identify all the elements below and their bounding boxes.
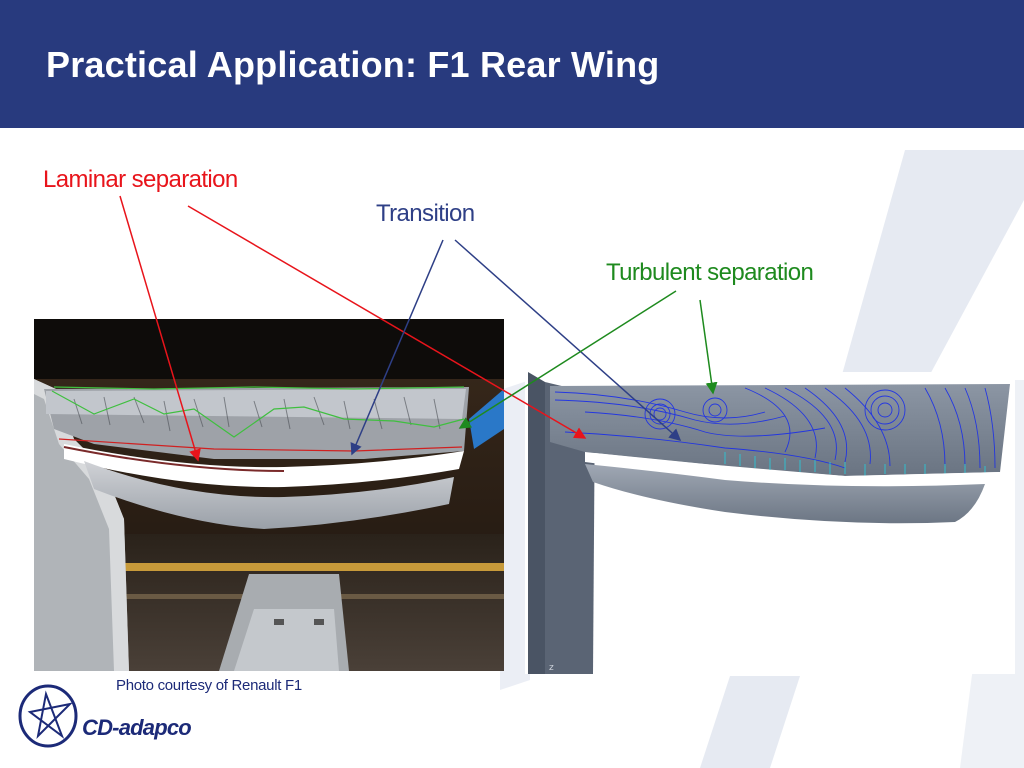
cfd-streamline-render: z	[525, 372, 1015, 674]
laminar-separation-label: Laminar separation	[43, 166, 238, 193]
cd-adapco-logo-icon	[18, 684, 78, 748]
slide-title: Practical Application: F1 Rear Wing	[46, 44, 660, 85]
axis-label: z	[549, 663, 554, 673]
transition-label: Transition	[376, 200, 475, 227]
wind-tunnel-photo	[34, 319, 504, 671]
photo-credit: Photo courtesy of Renault F1	[116, 677, 302, 694]
logo-wordmark: CD-adapco	[82, 715, 192, 740]
turbulent-separation-label: Turbulent separation	[606, 259, 814, 286]
title-bar: Practical Application: F1 Rear Wing	[0, 0, 1024, 128]
